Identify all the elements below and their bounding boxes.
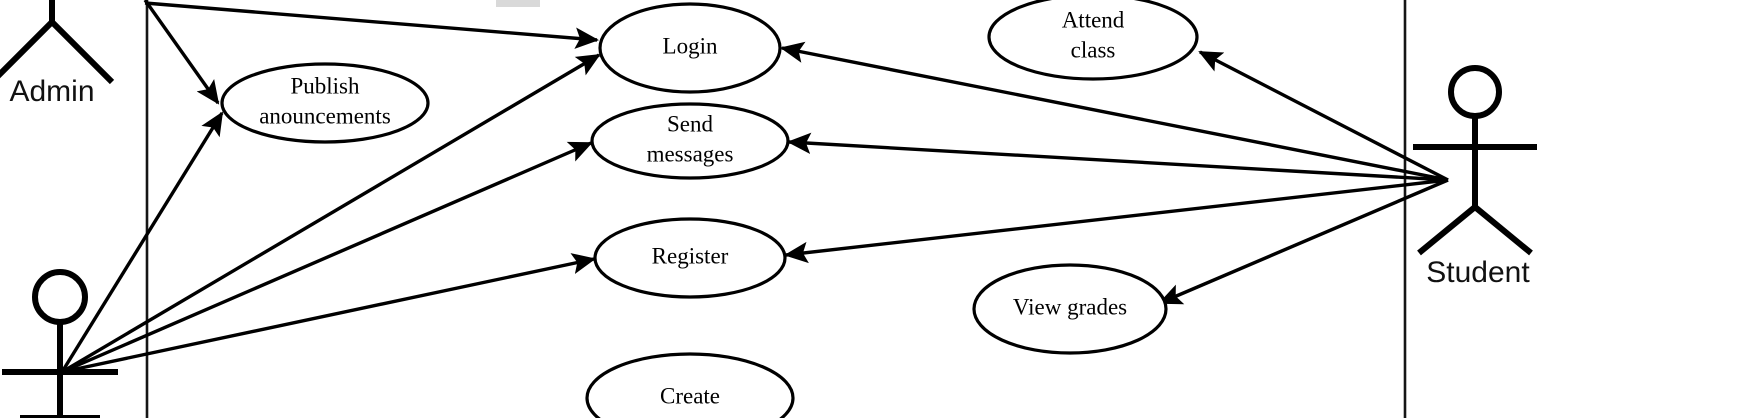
use-case-label-attend-class: class bbox=[1071, 37, 1116, 62]
actor-student[interactable]: Student bbox=[1413, 65, 1537, 289]
actor-admin[interactable]: Admin bbox=[0, 0, 115, 108]
association-teacher-to-publish bbox=[60, 111, 224, 373]
association-layer bbox=[60, 0, 1449, 374]
use-case-ellipse-view-grades[interactable] bbox=[972, 263, 1168, 355]
association-teacher-to-login bbox=[61, 53, 601, 374]
actor-label-admin: Admin bbox=[9, 75, 94, 108]
actor-head-student[interactable] bbox=[1448, 65, 1502, 119]
actor-teacher[interactable] bbox=[2, 269, 118, 418]
actor-head-teacher[interactable] bbox=[32, 269, 88, 325]
use-case-label-login: Login bbox=[663, 33, 718, 58]
actor-leg-left-admin[interactable] bbox=[0, 19, 55, 82]
association-student-to-view-grades bbox=[1158, 178, 1449, 305]
use-case-ellipse-login[interactable] bbox=[598, 2, 782, 94]
use-case-create[interactable]: Create bbox=[585, 352, 795, 418]
use-case-view-grades[interactable]: View grades bbox=[972, 263, 1168, 355]
use-case-ellipse-create[interactable] bbox=[585, 352, 795, 418]
association-student-to-attend-class bbox=[1198, 50, 1449, 182]
use-case-label-publish-announcements: anouncements bbox=[259, 103, 391, 128]
use-case-ellipse-register[interactable] bbox=[593, 217, 787, 299]
use-case-label-send-messages: messages bbox=[647, 141, 734, 166]
actor-label-student: Student bbox=[1426, 256, 1530, 289]
use-case-publish-announcements[interactable]: Publish anouncements bbox=[220, 62, 430, 144]
actor-leg-right-student[interactable] bbox=[1473, 204, 1533, 256]
use-case-attend-class[interactable]: Attend class bbox=[987, 0, 1199, 81]
use-case-login[interactable]: Login bbox=[598, 2, 782, 94]
use-case-register[interactable]: Register bbox=[593, 217, 787, 299]
system-boundary-layer bbox=[145, 0, 1407, 418]
use-case-send-messages[interactable]: Send messages bbox=[590, 102, 790, 180]
use-case-ellipse-attend-class[interactable] bbox=[987, 0, 1199, 81]
use-case-label-view-grades: View grades bbox=[1013, 294, 1127, 319]
actor-leg-right-admin[interactable] bbox=[49, 19, 115, 85]
use-case-ellipse-publish-announcements[interactable] bbox=[220, 62, 430, 144]
actor-leg-left-student[interactable] bbox=[1417, 204, 1477, 256]
association-admin-to-publish bbox=[143, 0, 220, 105]
use-case-label-create: Create bbox=[660, 383, 720, 408]
use-case-label-register: Register bbox=[652, 243, 729, 268]
association-student-to-login bbox=[780, 41, 1449, 182]
association-admin-to-login bbox=[144, 1, 599, 49]
use-case-label-attend-class: Attend bbox=[1062, 7, 1125, 32]
association-student-to-send-messages bbox=[787, 132, 1449, 182]
association-student-to-register bbox=[784, 178, 1449, 264]
use-case-ellipse-send-messages[interactable] bbox=[590, 102, 790, 180]
use-case-label-publish-announcements: Publish bbox=[290, 73, 360, 98]
association-teacher-to-send-messages bbox=[61, 141, 593, 374]
top-smudge-artifact bbox=[496, 0, 540, 7]
artifact-layer bbox=[496, 0, 540, 7]
use-case-label-send-messages: Send bbox=[667, 111, 714, 136]
association-teacher-to-register bbox=[61, 253, 596, 374]
